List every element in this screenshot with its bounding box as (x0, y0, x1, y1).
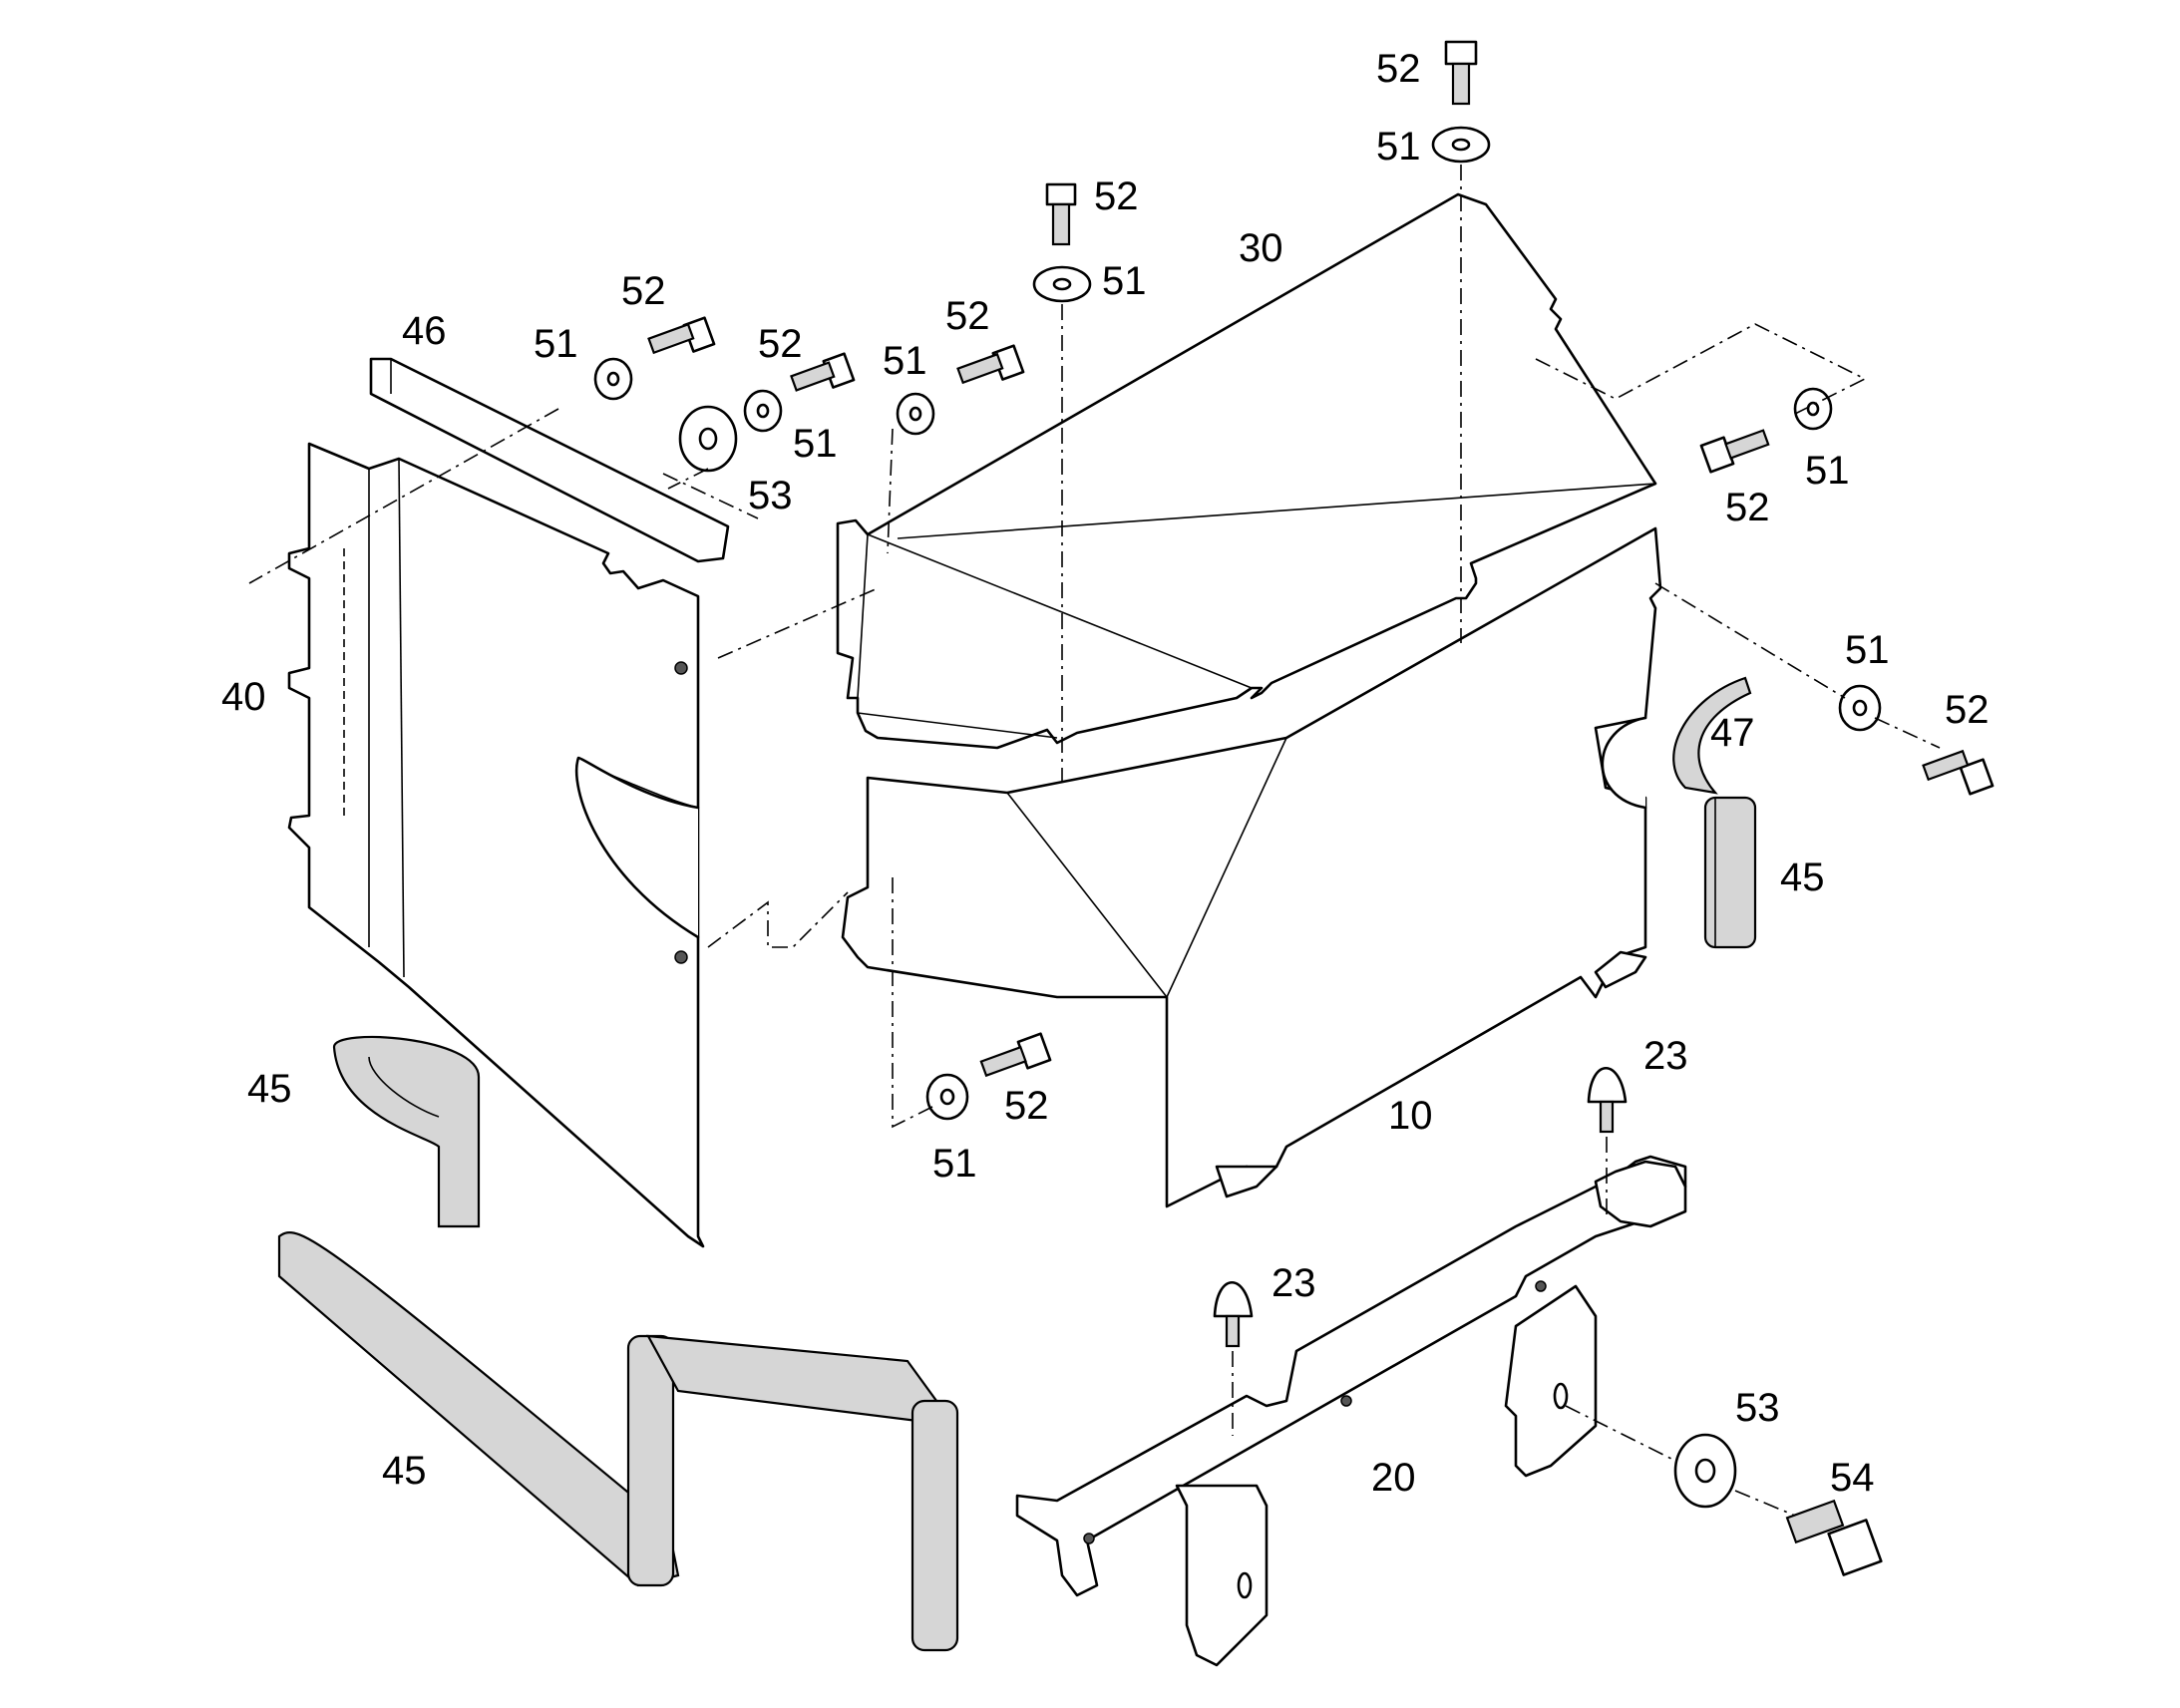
label-51-right: 51 (1805, 449, 1850, 493)
label-52-b: 52 (758, 322, 803, 366)
washer-51-a (593, 357, 633, 401)
label-52-right: 52 (1725, 486, 1770, 529)
washer-51-mid (1032, 265, 1092, 303)
label-53-a: 53 (748, 474, 793, 517)
washers (593, 126, 1882, 1509)
bolt-52-a (647, 316, 716, 355)
bolts (647, 40, 1995, 1576)
washer-51-right (1793, 387, 1833, 431)
bolt-54 (1785, 1499, 1883, 1576)
bolt-52-b (790, 352, 856, 392)
bolt-52-top (1444, 40, 1478, 106)
label-20: 20 (1371, 1456, 1416, 1500)
callout-labels: 52 51 52 51 30 46 52 51 52 51 53 51 52 5… (221, 47, 1990, 1500)
label-51-b: 51 (793, 422, 838, 466)
label-51-mid: 51 (1102, 259, 1147, 303)
curved-seal-47 (1672, 676, 1752, 795)
seal-45-bottom (277, 1231, 959, 1652)
label-10: 10 (1388, 1094, 1433, 1138)
washer-51-top (1431, 126, 1491, 164)
label-30: 30 (1239, 226, 1283, 270)
washer-53-b (1673, 1433, 1737, 1509)
bolt-52-low (979, 1032, 1052, 1078)
label-51-r2: 51 (1845, 628, 1890, 672)
bolt-52-c (956, 344, 1025, 385)
washer-51-b (743, 389, 783, 433)
washer-51-r2 (1838, 684, 1882, 732)
label-52-a: 52 (621, 269, 666, 313)
frame-20 (1015, 1155, 1687, 1667)
hopper-10 (841, 526, 1662, 1208)
label-45-left: 45 (247, 1067, 292, 1111)
label-47: 47 (1710, 711, 1755, 755)
bolt-52-right (1699, 429, 1770, 474)
label-52-r2: 52 (1945, 688, 1990, 732)
washer-51-low (925, 1073, 969, 1121)
washer-51-c (896, 392, 935, 436)
label-51-top: 51 (1376, 125, 1421, 169)
label-46: 46 (402, 309, 447, 353)
label-45-bottom: 45 (382, 1449, 427, 1493)
label-52-top: 52 (1376, 47, 1421, 91)
cone-feet-23 (1213, 1067, 1628, 1348)
label-52-c: 52 (945, 294, 990, 338)
seal-45-left (332, 1035, 481, 1228)
cone-23-right (1587, 1067, 1628, 1134)
label-40: 40 (221, 675, 266, 719)
bolt-52-r2 (1922, 749, 1995, 796)
label-23-right: 23 (1643, 1034, 1688, 1078)
upper-trough-30 (836, 192, 1657, 750)
strip-46 (369, 357, 730, 563)
label-53-b: 53 (1735, 1386, 1780, 1430)
label-52-mid: 52 (1094, 174, 1139, 218)
label-45-right: 45 (1780, 855, 1825, 899)
seal-45-right (1703, 796, 1757, 949)
washer-53-a (678, 405, 738, 473)
label-52-low: 52 (1004, 1084, 1049, 1128)
bolt-52-mid (1045, 182, 1077, 246)
assembly-lines (248, 165, 1941, 1517)
label-51-low: 51 (932, 1142, 977, 1186)
side-panel-40 (287, 442, 705, 1248)
label-54: 54 (1830, 1456, 1875, 1500)
label-51-a: 51 (534, 322, 578, 366)
cone-23-left (1213, 1281, 1254, 1348)
label-23-left: 23 (1272, 1261, 1316, 1305)
label-51-c: 51 (883, 339, 927, 383)
